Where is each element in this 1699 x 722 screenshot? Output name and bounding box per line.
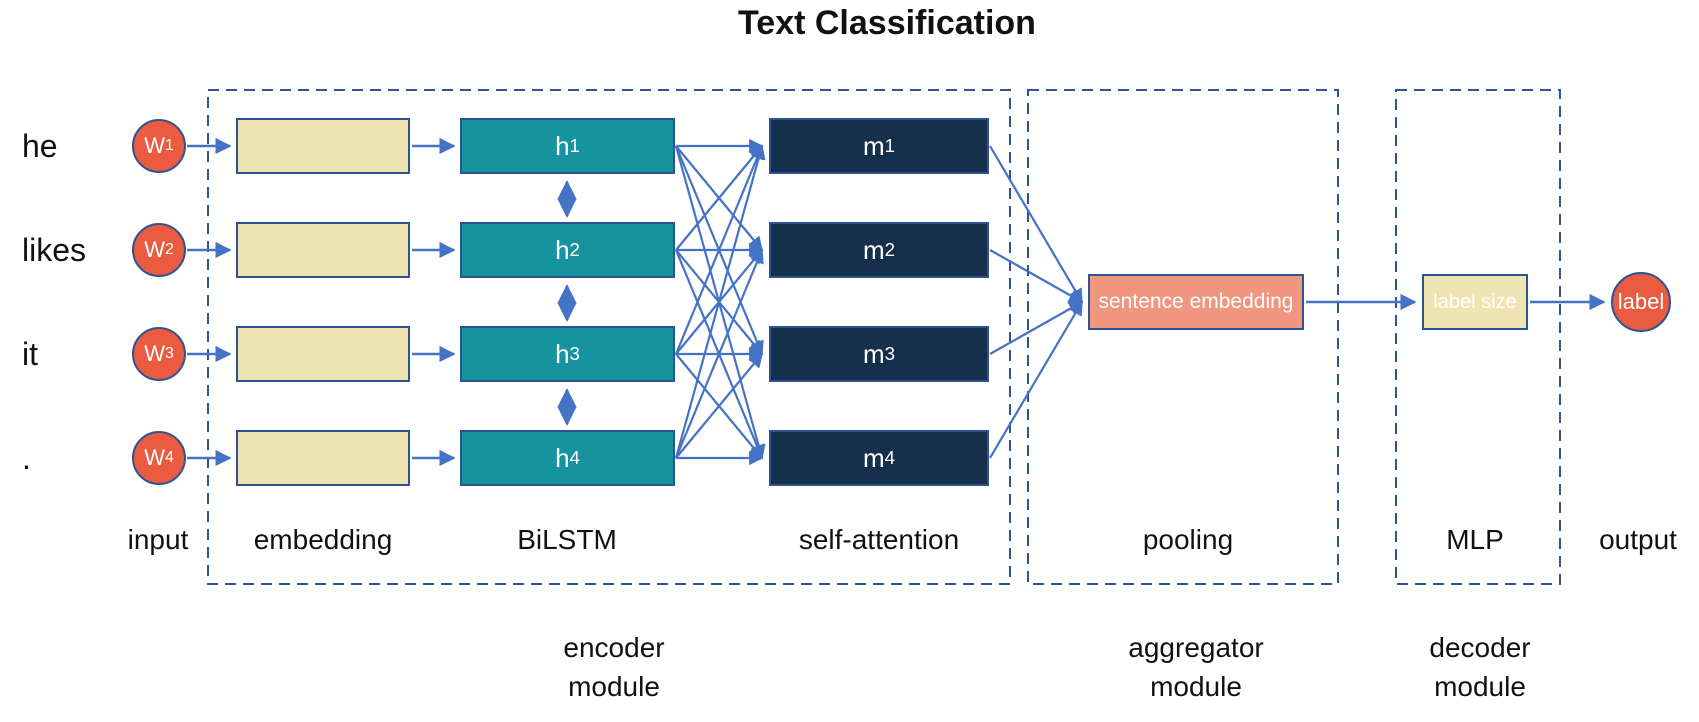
m2-subscript: 2 — [884, 238, 896, 260]
column-label-input: input — [127, 524, 189, 555]
aggregator-module-label: aggregator module — [1128, 628, 1263, 706]
w3-subscript: 3 — [164, 345, 174, 363]
h4-label: h — [555, 442, 570, 473]
w1-subscript: 1 — [164, 137, 174, 155]
encoder-module-label-line1: encoder — [563, 632, 665, 663]
attention-to-pooling-lines — [989, 145, 1084, 459]
w3-label: W — [144, 341, 165, 366]
w4-subscript: 4 — [164, 449, 174, 467]
encoder-module-label: encoder module — [563, 628, 664, 706]
w1-label: W — [144, 133, 165, 158]
diagram-title: Text Classification — [738, 4, 1036, 42]
input-word-4: . — [22, 439, 31, 476]
decoder-module-label-line1: decoder — [1429, 632, 1531, 663]
aggregator-module-box — [1027, 89, 1339, 585]
w4-label: W — [144, 445, 165, 470]
decoder-module-label-line2: module — [1434, 671, 1526, 702]
input-word-3: it — [22, 335, 38, 372]
column-label-mlp: MLP — [1446, 524, 1504, 555]
bilstm-to-attention-lines — [674, 138, 766, 466]
embedding-box-3 — [236, 326, 410, 382]
h2-subscript: 2 — [569, 238, 580, 260]
column-label-self-attention: self-attention — [798, 524, 960, 555]
h2-label: h — [555, 234, 570, 265]
embedding-box-4 — [236, 430, 410, 486]
input-word-2: likes — [22, 231, 87, 268]
column-label-pooling: pooling — [1142, 524, 1234, 555]
sentence-embedding-box: sentence embedding — [1088, 274, 1304, 330]
embedding-box-1 — [236, 118, 410, 174]
encoder-module-box — [207, 89, 1011, 585]
decoder-module-box — [1395, 89, 1561, 585]
m3-subscript: 3 — [884, 342, 896, 364]
m1-label: m — [862, 130, 885, 161]
input-to-embedding-arrows — [187, 137, 232, 467]
m2-label: m — [862, 234, 885, 265]
output-label-node: label — [1611, 272, 1671, 332]
aggregator-module-label-line1: aggregator — [1128, 632, 1264, 663]
column-label-embedding: embedding — [253, 524, 393, 555]
w2-label: W — [144, 237, 165, 262]
input-word-1: he — [22, 127, 58, 164]
h3-label: h — [555, 338, 570, 369]
aggregator-module-label-line2: module — [1150, 671, 1242, 702]
encoder-module-label-line2: module — [568, 671, 660, 702]
decoder-module-label: decoder module — [1429, 628, 1530, 706]
h1-label: h — [555, 130, 570, 161]
w2-subscript: 2 — [164, 241, 174, 259]
h1-subscript: 1 — [569, 134, 580, 156]
label-size-box: label size — [1422, 274, 1528, 330]
m3-label: m — [862, 338, 885, 369]
column-label-output: output — [1599, 524, 1677, 555]
h3-subscript: 3 — [569, 342, 580, 364]
embedding-box-2 — [236, 222, 410, 278]
m1-subscript: 1 — [884, 134, 896, 156]
m4-subscript: 4 — [884, 446, 896, 468]
embedding-to-bilstm-arrows — [412, 137, 456, 467]
column-label-bilstm: BiLSTM — [517, 524, 617, 555]
h4-subscript: 4 — [569, 446, 580, 468]
m4-label: m — [862, 442, 885, 473]
